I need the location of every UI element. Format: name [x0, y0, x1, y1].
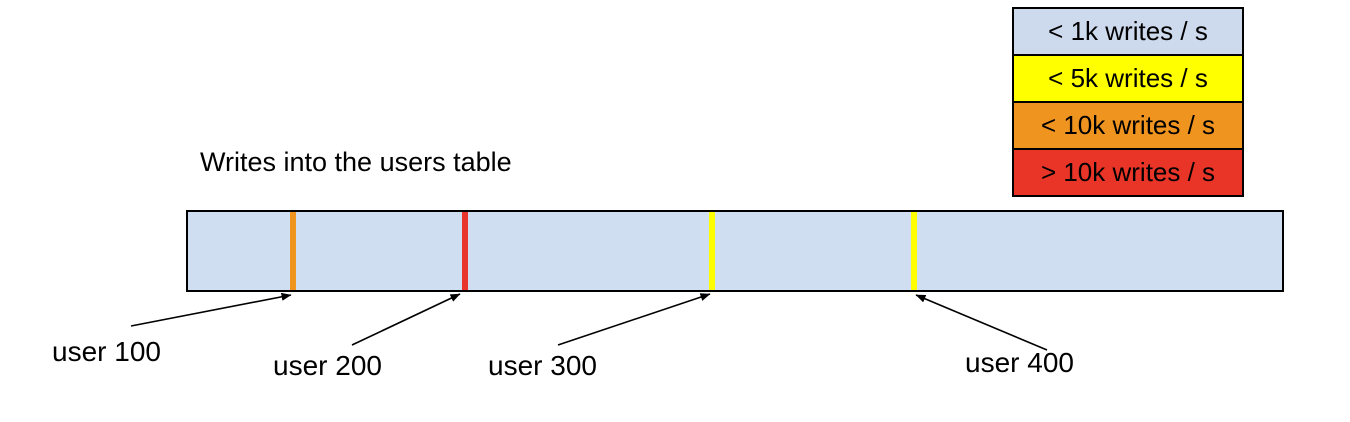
legend: < 1k writes / s < 5k writes / s < 10k wr… [1012, 7, 1244, 197]
legend-item-lt-5k: < 5k writes / s [1012, 54, 1244, 103]
marker-user-100 [289, 212, 296, 290]
marker-user-200 [461, 212, 468, 290]
label-user-100: user 100 [52, 336, 161, 367]
arrow-user-300 [557, 293, 711, 346]
diagram-title: Writes into the users table [200, 147, 512, 177]
marker-user-400 [911, 212, 918, 290]
legend-item-lt-10k: < 10k writes / s [1012, 101, 1244, 150]
arrow-user-400 [915, 294, 1048, 351]
label-user-300: user 300 [488, 350, 597, 381]
arrow-user-200 [351, 293, 461, 346]
legend-item-lt-1k: < 1k writes / s [1012, 7, 1244, 56]
legend-item-gt-10k: > 10k writes / s [1012, 148, 1244, 197]
legend-item-lt-1k-label: < 1k writes / s [1048, 16, 1208, 46]
users-table-bar [186, 210, 1284, 292]
marker-user-300 [708, 212, 715, 290]
label-user-200: user 200 [273, 350, 382, 381]
arrow-user-100 [130, 292, 292, 327]
legend-item-gt-10k-label: > 10k writes / s [1040, 157, 1216, 187]
label-user-400: user 400 [965, 347, 1074, 378]
legend-item-lt-5k-label: < 5k writes / s [1048, 63, 1208, 93]
legend-item-lt-10k-label: < 10k writes / s [1040, 110, 1216, 140]
